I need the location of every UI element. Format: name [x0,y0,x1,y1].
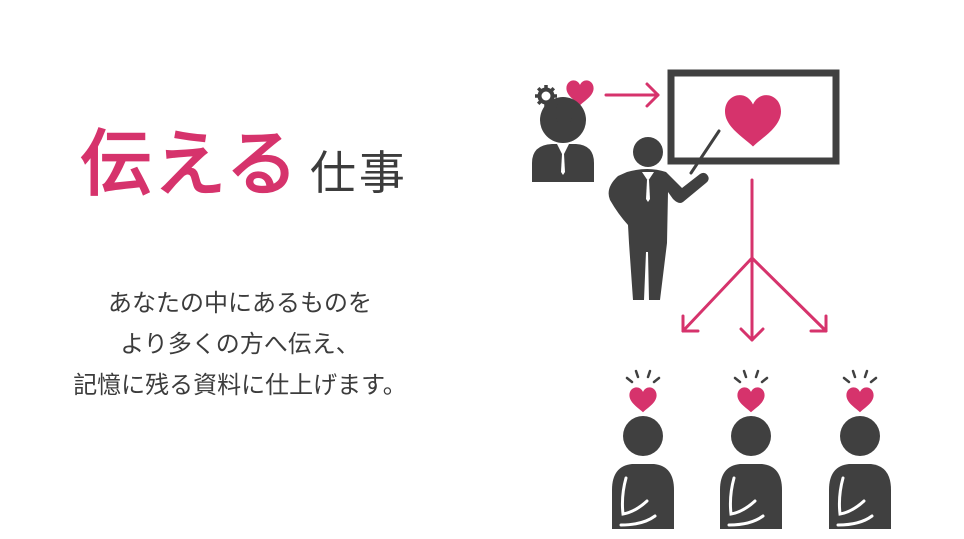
arrow-right-icon [604,82,660,108]
title-accent-text: 伝える [80,122,300,206]
description-line: より多くの方へ伝え、 [120,330,360,358]
person-with-gears-icon [532,80,594,182]
audience-person-icon [612,371,674,529]
description-line: 記憶に残る資料に仕上げます。 [73,371,407,399]
presentation-board-icon [667,69,840,165]
presenter-pointing-icon [608,129,721,300]
audience-person-icon [720,371,782,529]
title-rest-text: 仕事 [309,146,408,200]
slide-title: 伝える仕事 [80,128,408,200]
description-line: あなたの中にあるものを [108,289,372,317]
branching-arrows-icon [681,178,828,342]
description-text: あなたの中にあるものを より多くの方へ伝え、 記憶に残る資料に仕上げます。 [20,283,460,406]
audience-person-icon [829,371,891,529]
